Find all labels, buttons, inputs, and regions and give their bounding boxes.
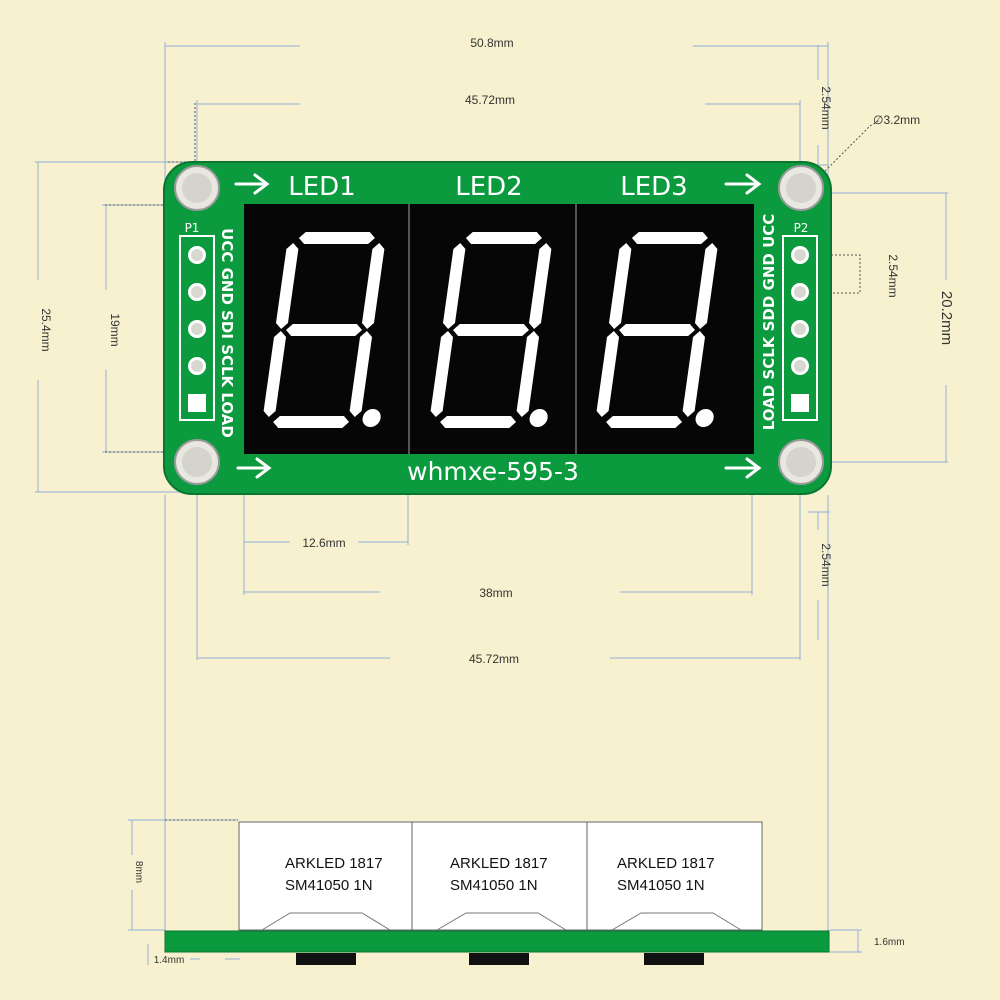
digit-3 (596, 232, 718, 428)
side-chip (296, 953, 356, 965)
dim-hole-spacing-vertical: 19mm (108, 313, 122, 346)
side-module-2: ARKLED 1817 SM41050 1N (411, 821, 588, 931)
board-name-label: whmxe-595-3 (407, 457, 579, 486)
module-1-line1: ARKLED 1817 (285, 855, 383, 872)
mounting-hole (174, 165, 220, 211)
mounting-hole (778, 439, 824, 485)
led3-label: LED3 (620, 172, 687, 202)
dim-hole-inset-bottom: 2.54mm (819, 543, 833, 586)
dim-hole-spacing-bottom: 45.72mm (469, 652, 519, 666)
dimension-labels: 50.8mm 45.72mm 2.54mm ∅3.2mm 2.54mm 20.2… (39, 36, 955, 966)
dim-right-vertical: 20.2mm (938, 291, 955, 345)
mounting-hole (778, 165, 824, 211)
pin-hole (188, 320, 206, 338)
module-3-line2: SM41050 1N (617, 877, 705, 894)
dim-digit-width: 12.6mm (302, 536, 345, 550)
header-p2-pin-names: LOAD SCLK SDD GND UCC (760, 214, 778, 431)
mounting-hole (174, 439, 220, 485)
dimension-lines (35, 42, 948, 965)
pin-hole (791, 320, 809, 338)
dim-pin-pitch: 2.54mm (886, 254, 900, 297)
header-p1-label: P1 (185, 221, 200, 235)
side-view: ARKLED 1817 SM41050 1N ARKLED 1817 SM410… (164, 821, 830, 965)
led2-label: LED2 (455, 172, 522, 202)
pin-hole (188, 246, 206, 264)
dim-side-height: 8mm (133, 861, 144, 883)
module-2-line2: SM41050 1N (450, 877, 538, 894)
module-1-line2: SM41050 1N (285, 877, 373, 894)
dim-hole-diameter: ∅3.2mm (873, 113, 920, 127)
side-module-1: ARKLED 1817 SM41050 1N (238, 821, 413, 931)
arrow-icon (236, 457, 272, 479)
side-pcb (164, 930, 830, 953)
pin-hole (188, 283, 206, 301)
pin-hole (791, 246, 809, 264)
arrow-icon (724, 457, 762, 479)
dim-display-width: 38mm (479, 586, 512, 600)
dim-side-left: 1.4mm (154, 955, 185, 966)
pin-hole (188, 357, 206, 375)
arrow-icon (234, 173, 270, 195)
side-chip (469, 953, 529, 965)
side-module-3: ARKLED 1817 SM41050 1N (586, 821, 763, 931)
dim-board-width: 50.8mm (470, 36, 513, 50)
pin-hole (791, 283, 809, 301)
square-pin-pad (188, 394, 206, 412)
pcb-top-view: LED1 LED2 LED3 whmxe-595-3 P1 UCC GND SD… (163, 161, 832, 495)
header-p1: P1 UCC GND SDI SCLK LOAD (179, 221, 236, 438)
leader-lines (105, 103, 881, 952)
dim-hole-inset-top: 2.54mm (819, 86, 833, 129)
dim-hole-spacing-top: 45.72mm (465, 93, 515, 107)
side-chip (644, 953, 704, 965)
digit-2 (430, 232, 552, 428)
module-2-line1: ARKLED 1817 (450, 855, 548, 872)
arrow-icon (724, 173, 762, 195)
square-pin-pad (791, 394, 809, 412)
header-p1-pin-names: UCC GND SDI SCLK LOAD (218, 228, 236, 438)
digit-1 (263, 232, 385, 428)
dim-board-height: 25.4mm (39, 308, 53, 351)
dim-side-thickness: 1.6mm (874, 937, 905, 948)
pin-hole (791, 357, 809, 375)
header-p2: P2 LOAD SCLK SDD GND UCC (760, 214, 818, 431)
header-p2-label: P2 (794, 221, 809, 235)
led1-label: LED1 (288, 172, 355, 202)
module-3-line1: ARKLED 1817 (617, 855, 715, 872)
